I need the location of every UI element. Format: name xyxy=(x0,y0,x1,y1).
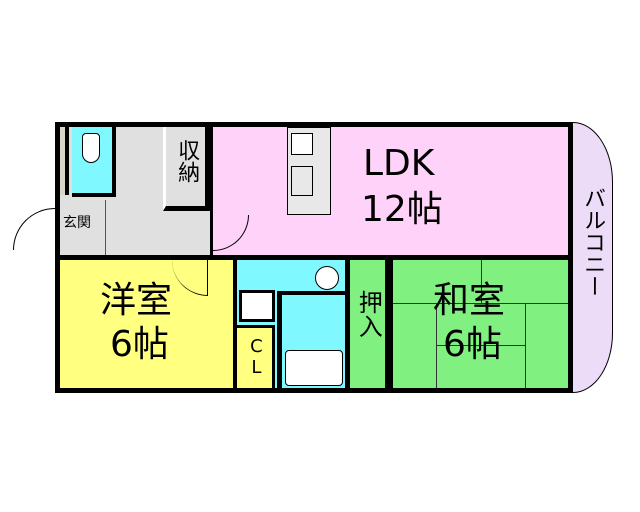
western-size: 6帖 xyxy=(110,324,169,365)
entrance-divider xyxy=(105,200,106,255)
toilet-side-strip xyxy=(60,127,69,195)
room-western: 洋室 6帖 xyxy=(60,260,233,388)
ldk-size: 12帖 xyxy=(361,189,443,230)
kitchen-counter xyxy=(287,127,331,215)
western-label: 洋室 xyxy=(100,280,173,321)
storage: 収納 xyxy=(163,127,210,211)
toilet xyxy=(72,127,116,197)
japanese-label: 和室 xyxy=(433,280,506,321)
japanese-size: 6帖 xyxy=(443,324,502,365)
balcony-label: バルコニー xyxy=(580,187,606,297)
washing-machine-space xyxy=(239,290,275,322)
sink-icon xyxy=(291,166,313,196)
ldk-label: LDK xyxy=(363,143,435,184)
washroom xyxy=(237,260,345,388)
closet-label: 押入 xyxy=(354,290,383,338)
bath-partition xyxy=(277,291,345,295)
stove-icon xyxy=(291,133,313,155)
entrance-label: 玄関 xyxy=(63,215,91,231)
front-door[interactable] xyxy=(13,208,55,250)
western-door[interactable] xyxy=(172,260,208,296)
cl-label: CL xyxy=(245,336,267,378)
balcony: バルコニー xyxy=(573,122,613,393)
toilet-icon xyxy=(82,133,100,163)
tatami-lines xyxy=(393,260,568,388)
ldk-door[interactable] xyxy=(213,215,249,251)
room-japanese: 和室 6帖 xyxy=(393,260,568,388)
cl-closet: CL xyxy=(237,325,275,388)
bathtub-icon xyxy=(285,350,343,386)
washbasin-icon xyxy=(315,266,339,290)
entrance: 玄関 xyxy=(60,200,105,255)
room-ldk: LDK 12帖 xyxy=(213,127,568,255)
bath-wall xyxy=(277,295,282,388)
closet-oshiire: 押入 xyxy=(350,260,389,388)
storage-label: 収納 xyxy=(174,139,200,183)
